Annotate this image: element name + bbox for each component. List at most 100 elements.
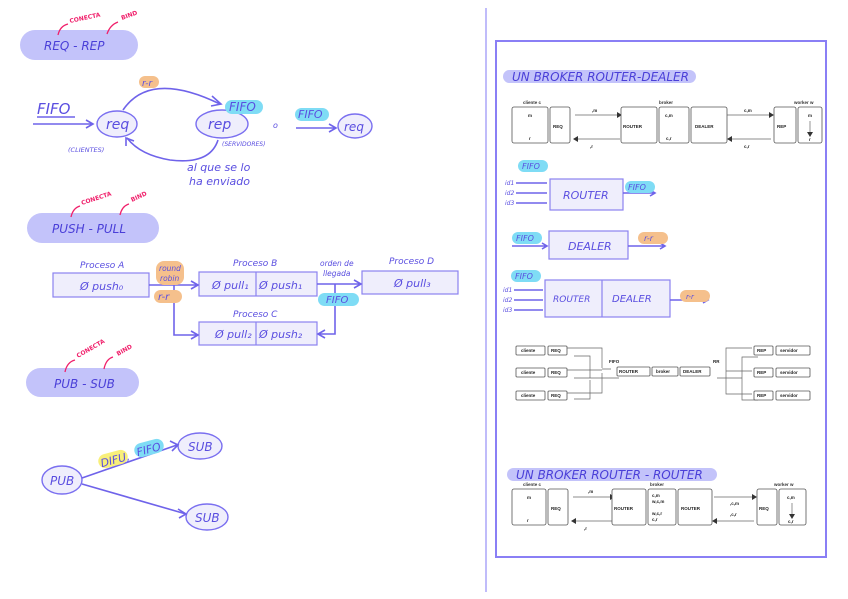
svg-text:worker w: worker w [773,482,794,487]
sub1-node-label: SUB [188,440,213,454]
pp-fifo-highlight [318,293,359,306]
rd-rep-socket [773,106,797,144]
svg-text:m: m [528,113,532,118]
router-dealer-title: UN BROKER ROUTER-DEALER [512,70,689,84]
svg-text:c,m: c,m [665,113,673,118]
pub-to-sub2-arrow [81,483,188,519]
svg-text:,c,m: ,c,m [730,501,739,506]
svg-text:id2: id2 [503,297,512,304]
proceso-d-box [361,270,459,295]
pubsub-title-pill [26,368,139,397]
svg-text:FIFO: FIFO [522,162,540,171]
svg-text:FIFO: FIFO [515,272,533,281]
rd-dealer-label: DEALER [695,124,714,129]
svg-text:DEALER: DEALER [568,240,612,253]
svg-text:broker: broker [656,369,670,374]
out-fifo-label: FIFO [298,108,323,121]
proceso-b-box [198,271,318,297]
a-push-socket: Ø push₀ [79,280,124,293]
pubsub-section: PUB - SUB CONECTA BIND PUB SUB SUB DIFU,… [26,338,229,531]
pubsub-fifo-highlight [134,438,164,458]
sub2-node-label: SUB [195,511,220,525]
rd-cliente-label: cliente c [523,100,542,105]
svg-text:FIFO: FIFO [516,234,534,243]
svg-text:REP: REP [777,124,786,129]
pubsub-fifo-label: FIFO [135,440,162,459]
svg-text:,c,r: ,c,r [730,512,737,517]
round-robin-highlight [156,261,184,285]
svg-text:id3: id3 [503,307,512,314]
svg-text:c,r: c,r [788,519,794,524]
servidores-label: (SERVIDORES) [222,141,265,148]
svg-text:servidor: servidor [780,370,798,375]
req2-node-label: req [344,120,364,134]
proceso-c-box [198,321,318,346]
dealer-sketch: FIFO DEALER r-r [512,230,668,260]
svg-text:ROUTER: ROUTER [619,369,639,374]
reqrep-fifo-in-label: FIFO [37,100,71,118]
svg-text:cliente: cliente [521,393,536,398]
proceso-a-label: Proceso A [80,261,124,271]
svg-text:servidor: servidor [780,348,798,353]
svg-text:r: r [527,518,529,523]
c-push-socket: Ø push₂ [258,328,303,341]
pub-node-label: PUB [50,474,74,488]
svg-text:ROUTER: ROUTER [681,506,701,511]
pushpull-bind-annotation: BIND [130,190,148,203]
svg-text:c,r: c,r [652,517,658,522]
svg-text:w,c,r: w,c,r [651,511,662,516]
router-router-title: UN BROKER ROUTER - ROUTER [516,468,703,482]
rep-to-req-arrow [125,136,219,162]
svg-text:id1: id1 [505,180,514,187]
rr-label: r-r [142,79,153,89]
pubsub-title: PUB - SUB [54,377,115,391]
router-dealer-sketch: FIFO id1 id2 id3 ROUTER DEALER r-r [503,270,710,318]
svg-text:c,r: c,r [744,144,750,149]
svg-text:,r: ,r [590,144,593,149]
svg-text:REP: REP [757,370,766,375]
router-sketch-box [549,178,624,211]
b-push-socket: Ø push₁ [258,279,302,292]
svg-text:FIFO: FIFO [628,183,646,192]
svg-text:m: m [527,495,531,500]
svg-text:r: r [529,136,531,141]
pushpull-connect-annotation: CONECTA [80,190,112,206]
svg-text:FIFO: FIFO [609,359,620,364]
svg-text:id2: id2 [505,190,514,197]
dealer-sketch-box [548,230,629,260]
svg-text:id3: id3 [505,200,514,207]
router-dealer-diagram: cliente c broker worker w m r REQ ,m ,r … [511,100,823,149]
b-to-d-arrow [317,279,363,289]
pubsub-bind-pointer [103,356,114,370]
pubsub-connect-pointer [64,359,76,373]
proceso-d-label: Proceso D [389,257,434,267]
svg-text:r-r: r-r [686,293,695,301]
svg-text:,m: ,m [588,489,593,494]
pp-rr-highlight [154,290,182,303]
svg-text:DEALER: DEALER [683,369,702,374]
svg-text:,r: ,r [584,526,587,531]
svg-text:REQ: REQ [551,370,561,375]
difu-highlight [98,449,128,469]
rd-req-socket [549,106,571,144]
svg-text:m: m [808,113,812,118]
pushpull-title: PUSH - PULL [52,222,126,236]
svg-text:id1: id1 [503,287,512,294]
reqrep-title: REQ - REP [44,39,105,53]
pushpull-connect-pointer [70,205,81,218]
proceso-a-box [52,272,150,298]
svg-text:c,m: c,m [652,493,660,498]
reply-note-line2: ha enviado [189,175,250,188]
orden-llegada-label-2: llegada [323,269,351,278]
svg-text:ROUTER: ROUTER [563,189,609,202]
pp-fifo-label: FIFO [326,295,348,306]
sub2-node [185,503,229,531]
req-node-label: req [106,117,129,133]
rd-router-label: ROUTER [623,124,643,129]
reqrep-bind-pointer [106,21,119,35]
reqrep-input-arrow [33,119,95,129]
svg-text:r: r [809,137,811,142]
reply-note-line1: al que se lo [187,161,251,174]
svg-text:c,m: c,m [744,108,752,113]
